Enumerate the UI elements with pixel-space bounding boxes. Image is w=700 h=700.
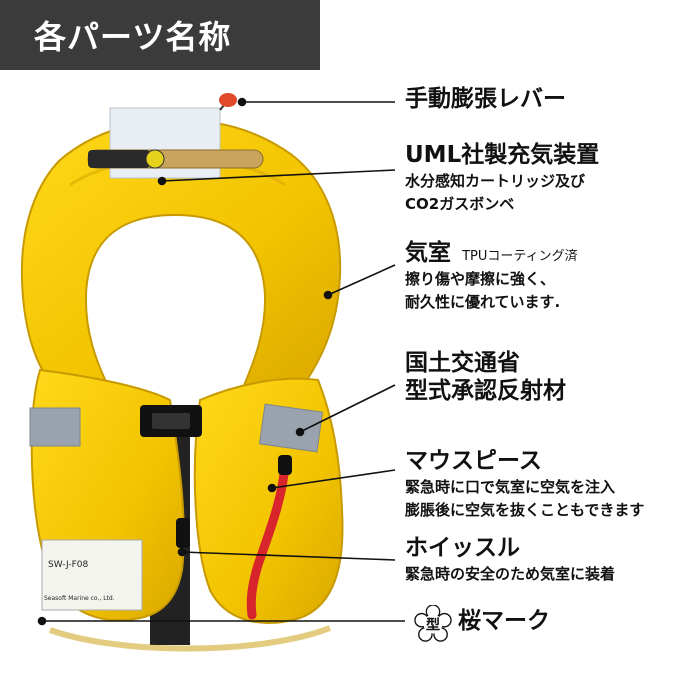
- label-air-chamber: 気室 TPUコーティング済 擦り傷や摩擦に強く、 耐久性に優れています.: [405, 240, 578, 314]
- label-reflector: 国土交通省 型式承認反射材: [405, 350, 566, 405]
- whistle: [176, 518, 190, 548]
- part-name: 型式承認反射材: [405, 377, 566, 404]
- section-header: 各パーツ名称: [0, 0, 320, 70]
- life-jacket-image: SW-J-F08 Seasoft Marine co., Ltd.: [20, 93, 344, 652]
- mouthpiece-cap: [278, 455, 292, 475]
- part-name: 国土交通省: [405, 350, 520, 376]
- inflator-indicator: [145, 149, 165, 169]
- manual-lever-toggle: [219, 93, 237, 107]
- sakura-badge-text: 型: [426, 616, 440, 634]
- label-manual-lever: 手動膨張レバー: [405, 86, 566, 114]
- part-name: UML社製充気装置: [405, 142, 600, 168]
- label-whistle: ホイッスル 緊急時の安全のため気室に装着: [405, 535, 615, 586]
- part-name: マウスピース: [405, 448, 542, 474]
- part-name: ホイッスル: [405, 535, 520, 561]
- reflector-left: [29, 407, 81, 447]
- label-mouthpiece: マウスピース 緊急時に口で気室に空気を注入 膨脹後に空気を抜くこともできます: [405, 448, 644, 522]
- reflector-right: [258, 403, 324, 453]
- jacket-bottom-shadow: [48, 625, 332, 652]
- product-label: [41, 539, 143, 611]
- sakura-mark-icon: 型: [414, 605, 452, 642]
- part-desc-line: CO2ガスボンベ: [405, 194, 515, 213]
- part-desc-line: 緊急時の安全のため気室に装着: [405, 564, 616, 583]
- label-inflator: UML社製充気装置 水分感知カートリッジ及び CO2ガスボンベ: [405, 142, 599, 216]
- part-name: 桜マーク: [458, 608, 550, 634]
- product-label-model: SW-J-F08: [48, 560, 88, 570]
- part-sub: TPUコーティング済: [462, 249, 578, 264]
- buckle-slot: [152, 413, 190, 429]
- part-desc-line: 擦り傷や摩擦に強く、: [405, 269, 556, 288]
- part-desc-line: 水分感知カートリッジ及び: [405, 171, 586, 190]
- part-desc-line: 膨脹後に空気を抜くこともできます: [405, 500, 645, 519]
- inflator-body: [88, 150, 150, 168]
- part-desc-line: 耐久性に優れています.: [405, 292, 561, 311]
- label-sakura-mark: 桜マーク: [458, 608, 550, 636]
- part-name: 気室: [405, 240, 451, 266]
- part-desc-line: 緊急時に口で気室に空気を注入: [405, 477, 616, 496]
- section-title: 各パーツ名称: [34, 18, 232, 56]
- part-name: 手動膨張レバー: [405, 86, 566, 112]
- product-label-maker: Seasoft Marine co., Ltd.: [44, 595, 115, 602]
